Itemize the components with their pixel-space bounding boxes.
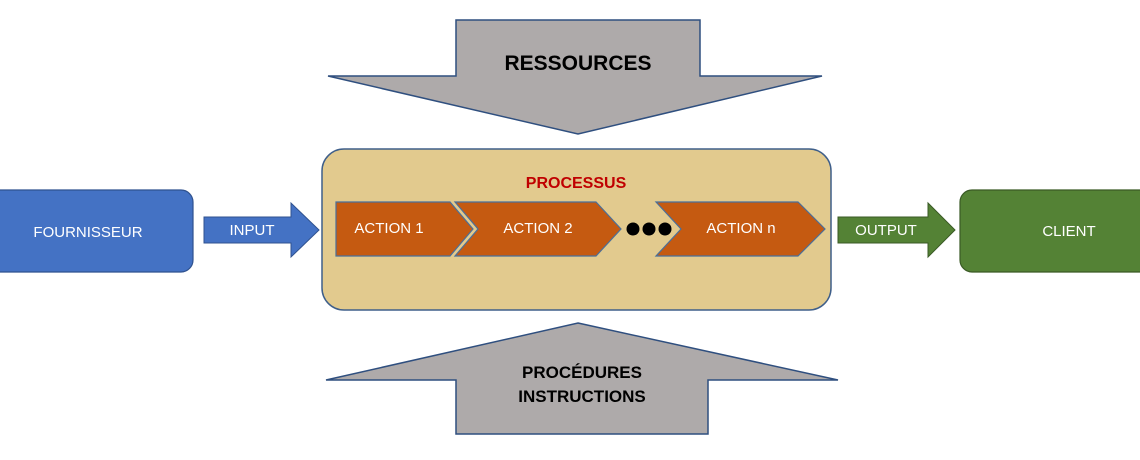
action-1-label: ACTION 1	[354, 220, 423, 237]
supplier-box: FOURNISSEUR	[0, 189, 194, 273]
resources-arrow: RESSOURCES	[327, 19, 823, 135]
action-2: ACTION 2	[453, 201, 622, 257]
action-n-label: ACTION n	[706, 220, 775, 237]
procedures-label-line2: INSTRUCTIONS	[518, 387, 646, 406]
procedures-arrow-shape	[325, 322, 839, 435]
ellipsis	[626, 222, 672, 236]
procedures-label-line1: PROCÉDURES	[522, 363, 642, 382]
output-label: OUTPUT	[855, 222, 917, 239]
action-2-shape	[453, 201, 622, 257]
process-title: PROCESSUS	[526, 175, 627, 192]
input-arrow-shape	[203, 201, 320, 259]
resources-label: RESSOURCES	[504, 52, 651, 75]
input-label: INPUT	[230, 222, 275, 239]
action-n-shape	[654, 201, 826, 257]
supplier-label: FOURNISSEUR	[33, 224, 142, 241]
client-label: CLIENT	[1042, 223, 1095, 240]
action-1: ACTION 1	[335, 201, 474, 257]
output-arrow: OUTPUT	[837, 201, 956, 259]
input-arrow: INPUT	[203, 201, 320, 259]
output-arrow-shape	[837, 201, 956, 259]
action-n: ACTION n	[654, 201, 826, 257]
three-dots-icon	[626, 222, 672, 236]
client-box: CLIENT	[959, 189, 1140, 273]
resources-arrow-shape	[327, 19, 823, 135]
supplier-box-shape	[0, 189, 194, 273]
client-box-shape	[959, 189, 1140, 273]
action-2-label: ACTION 2	[503, 220, 572, 237]
action-1-shape	[335, 201, 474, 257]
procedures-arrow: PROCÉDURES INSTRUCTIONS	[325, 322, 839, 435]
